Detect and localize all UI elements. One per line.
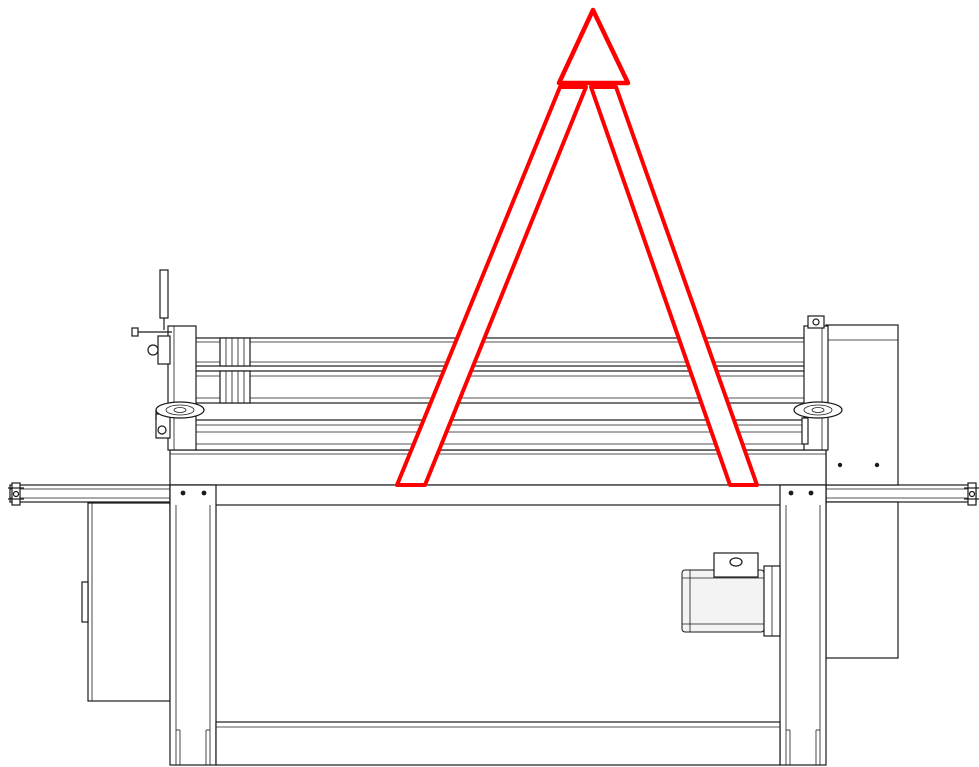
- left-side-frame: [147, 325, 197, 451]
- left-extension-arm: [8, 482, 171, 506]
- left-gearbox-housing: [81, 502, 171, 702]
- right-extension-arm: [825, 482, 979, 506]
- left-handwheel-icon: [155, 401, 205, 420]
- left-adjustment-handle-icon: [131, 269, 172, 337]
- rear-roller: [194, 419, 806, 451]
- motor-icon: [681, 552, 781, 637]
- main-frame: [169, 449, 827, 766]
- right-arm-end-clamp: [964, 482, 979, 506]
- left-arm-end-clamp: [8, 482, 24, 506]
- right-handwheel-icon: [793, 401, 843, 445]
- red-up-arrow-annotation: [395, 7, 759, 487]
